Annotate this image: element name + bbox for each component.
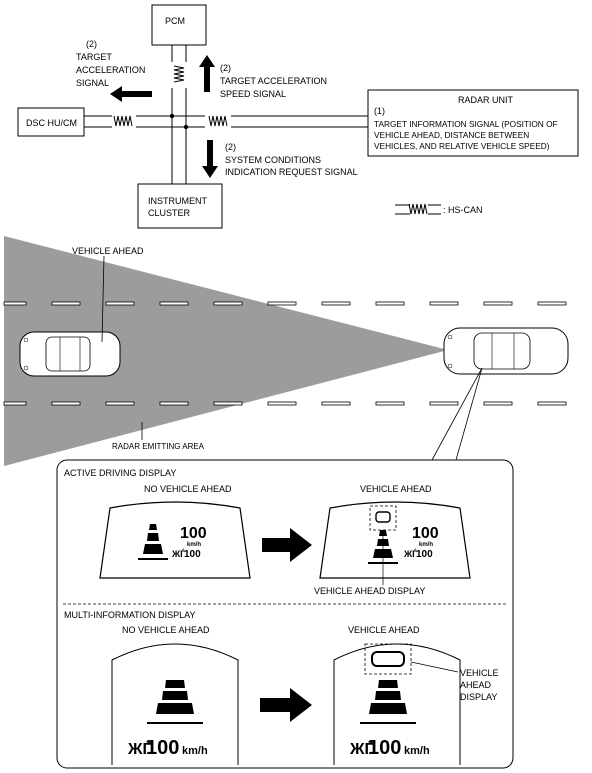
- svg-text:SPEED SIGNAL: SPEED SIGNAL: [220, 89, 286, 99]
- lane-markings-top: [3, 301, 567, 306]
- svg-text:(2): (2): [225, 142, 236, 152]
- svg-text:NO VEHICLE AHEAD: NO VEHICLE AHEAD: [144, 484, 232, 494]
- svg-text:NO VEHICLE AHEAD: NO VEHICLE AHEAD: [122, 625, 210, 635]
- arrow-right-icon-1: [262, 528, 312, 562]
- svg-text:km/h: km/h: [187, 542, 201, 548]
- radar-unit-num: (1): [374, 106, 385, 116]
- road-scene: VEHICLE AHEAD RADAR EMITTING AREA: [3, 236, 569, 466]
- svg-text:SIGNAL: SIGNAL: [76, 78, 109, 88]
- radar-unit-line-3: VEHICLES, AND RELATIVE VEHICLE SPEED): [374, 141, 550, 151]
- radar-emitting-area: [4, 236, 448, 466]
- svg-text:INDICATION REQUEST SIGNAL: INDICATION REQUEST SIGNAL: [225, 167, 358, 177]
- svg-text:DISPLAY: DISPLAY: [460, 692, 497, 702]
- radar-unit-title: RADAR UNIT: [458, 95, 514, 105]
- dsc-box: [17, 107, 85, 137]
- instrument-cluster-label-2: CLUSTER: [148, 208, 191, 218]
- svg-text:VEHICLE AHEAD: VEHICLE AHEAD: [360, 484, 432, 494]
- arrow-up-icon: [199, 55, 215, 92]
- svg-text:(2): (2): [220, 63, 231, 73]
- svg-text:VEHICLE: VEHICLE: [460, 668, 499, 678]
- svg-text:km/h: km/h: [419, 542, 433, 548]
- svg-text:ЖЃ: ЖЃ: [349, 739, 374, 758]
- own-vehicle-car: [443, 327, 569, 375]
- arrow-left-icon: [110, 86, 152, 102]
- svg-text:ACCELERATION: ACCELERATION: [76, 65, 145, 75]
- svg-text:km/h: km/h: [404, 745, 430, 757]
- instrument-cluster-box: [137, 183, 223, 229]
- lane-markings-bottom: [3, 401, 567, 406]
- arrow-down-icon: [202, 140, 218, 178]
- svg-text:SYSTEM CONDITIONS: SYSTEM CONDITIONS: [225, 155, 321, 165]
- mid-no-vehicle: ЖЃ 100 km/h: [111, 643, 239, 765]
- pcm-label: PCM: [165, 16, 185, 26]
- add-no-vehicle: 100 km/h ЖЃ 100: [99, 501, 251, 579]
- svg-text:TARGET ACCELERATION: TARGET ACCELERATION: [220, 76, 327, 86]
- vehicle-ahead-car: [19, 331, 121, 377]
- radar-unit-line-1: TARGET INFORMATION SIGNAL (POSITION OF: [374, 119, 558, 129]
- svg-text:100: 100: [368, 737, 401, 759]
- svg-text:ЖЃ: ЖЃ: [171, 549, 185, 559]
- svg-text:100: 100: [412, 525, 439, 542]
- radar-unit-line-2: VEHICLE AHEAD, DISTANCE BETWEEN: [374, 130, 529, 140]
- svg-text:100: 100: [184, 549, 201, 560]
- mid-vehicle-ahead: ЖЃ 100 km/h: [333, 643, 461, 765]
- arrow-right-icon-2: [260, 688, 312, 722]
- active-driving-display-title: ACTIVE DRIVING DISPLAY: [64, 468, 176, 478]
- radar-area-label: RADAR EMITTING AREA: [112, 442, 205, 451]
- svg-text:TARGET: TARGET: [76, 52, 112, 62]
- display-panel: ACTIVE DRIVING DISPLAY NO VEHICLE AHEAD …: [56, 459, 514, 769]
- svg-text:: HS-CAN: : HS-CAN: [443, 205, 483, 215]
- network-diagram: PCM INSTRUMENT CLUSTER DSC HU/CM RADAR U…: [17, 4, 579, 229]
- svg-text:AHEAD: AHEAD: [460, 680, 492, 690]
- instrument-cluster-label: INSTRUMENT: [148, 196, 207, 206]
- svg-text:km/h: km/h: [182, 745, 208, 757]
- vehicle-ahead-label: VEHICLE AHEAD: [72, 246, 144, 256]
- dsc-label: DSC HU/CM: [26, 118, 77, 128]
- vehicle-ahead-display-label: VEHICLE AHEAD DISPLAY: [314, 586, 425, 596]
- svg-text:100: 100: [146, 737, 179, 759]
- svg-text:100: 100: [416, 549, 433, 560]
- svg-text:ЖЃ: ЖЃ: [403, 549, 417, 559]
- add-vehicle-ahead: 100 km/h ЖЃ 100: [319, 501, 471, 585]
- svg-text:VEHICLE AHEAD: VEHICLE AHEAD: [348, 625, 420, 635]
- svg-text:100: 100: [180, 525, 207, 542]
- hs-can-legend: : HS-CAN: [395, 202, 483, 218]
- multi-info-display-title: MULTI-INFORMATION DISPLAY: [64, 610, 196, 620]
- svg-text:(2): (2): [86, 39, 97, 49]
- radar-unit-box: [367, 89, 579, 157]
- svg-text:ЖЃ: ЖЃ: [127, 739, 152, 758]
- pcm-box: [151, 4, 207, 46]
